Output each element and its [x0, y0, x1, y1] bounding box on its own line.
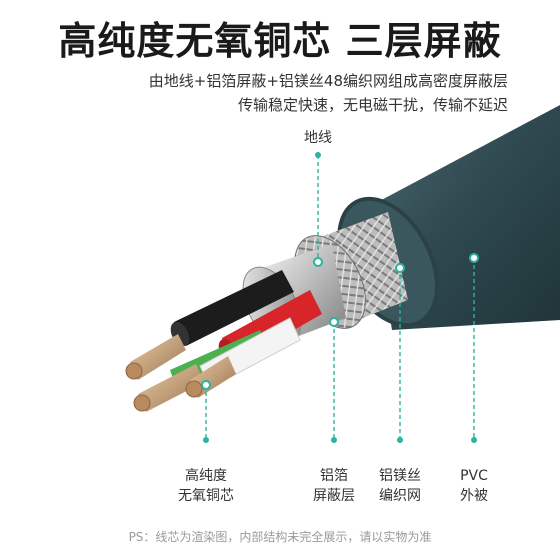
copper-core-line-1: 高纯度	[185, 468, 227, 484]
copper-core-line-2: 无氧铜芯	[178, 488, 234, 504]
description-line-2: 传输稳定快速，无电磁干扰，传输不延迟	[237, 96, 508, 114]
label-jacket: PVC 外被	[446, 466, 502, 506]
footnote: PS：线芯为渲染图，内部结构未完全展示，请以实物为准	[128, 530, 432, 544]
label-ground-wire: 地线	[294, 128, 342, 148]
description-line-1: 由地线+铝箔屏蔽+铝镁丝48编织网组成高密度屏蔽层	[148, 72, 508, 90]
jacket-line-2: 外被	[460, 488, 488, 504]
label-braid: 铝镁丝 编织网	[368, 466, 432, 506]
callout-dots	[201, 152, 479, 443]
foil-shield-line-2: 屏蔽层	[313, 488, 355, 504]
jacket-line-1: PVC	[460, 468, 488, 484]
headline: 高纯度无氧铜芯 三层屏蔽	[58, 19, 502, 63]
ground-wire-text: 地线	[304, 130, 332, 146]
label-foil-shield: 铝箔 屏蔽层	[300, 466, 368, 506]
callout-lines	[205, 155, 475, 440]
label-copper-core: 高纯度 无氧铜芯	[166, 466, 246, 506]
foil-shield-line-1: 铝箔	[320, 468, 348, 484]
braid-line-2: 编织网	[379, 488, 421, 504]
braid-line-1: 铝镁丝	[379, 468, 421, 484]
copper-strands	[125, 334, 236, 412]
